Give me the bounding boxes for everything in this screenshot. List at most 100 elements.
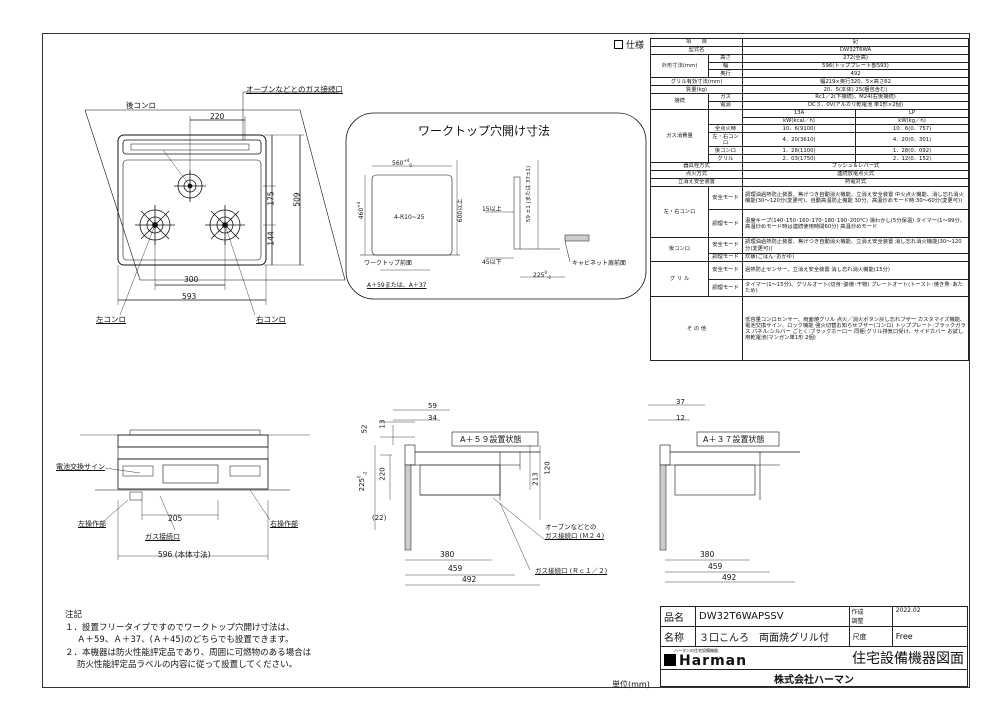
dim-459-a37: 459 [708,562,723,571]
check-label: 調整 [851,617,864,625]
side-view-a59 [374,409,546,586]
dim-205: 205 [168,514,183,523]
safety-mode-label: 安全モード [707,260,744,280]
dim-213: 213 [531,472,540,486]
dim-vertical-59: 59 ±1 (または 37±1) [526,165,533,223]
a37-title: A＋３７設置状態 [703,435,765,444]
cabinet-front-label: キャビネット扉前面 [572,260,627,267]
gas-unit-13a: kW(kcal／h) [742,116,857,126]
dim-492-a59: 492 [462,575,477,584]
dim-225-side: 2250-2 [356,471,368,492]
spec-row-value: 連続放電点火式 [742,169,970,179]
rear-safety-text: 調理油過熱防止装置、焦げつき自動消火機能、立消え安全装置 消し忘れ消火機能(30… [742,237,970,254]
product-label: 品名 [660,606,696,627]
sheet-frame [42,33,970,688]
dim-220-side: 220 [378,467,387,481]
dim-509: 509 [292,192,302,207]
scale-label: 尺度 [848,626,893,647]
spec-row-value: DC３．0V(アルカリ乾電池 単1形×2個) [742,100,970,110]
spec-row-label: 型式名 [649,45,744,55]
spec-row-value: DW32T6WA [742,45,970,55]
safety-mode-label: 安全モード [707,185,744,211]
front-view [80,429,310,560]
spec-row-label: 立消え安全装置 [649,177,744,187]
spec-row-value: Rc1／2(下接続)、M24(右後接続) [742,93,970,102]
cook-mode-label: 調理モード [707,252,744,262]
dim-37: 37 [676,398,685,406]
dim-492-a37: 492 [722,573,737,582]
spec-row-value: 熱電対式 [742,177,970,187]
dim-12: 12 [676,414,685,422]
dim-120: 120 [543,461,552,475]
made-date: 2022.02 [891,606,969,627]
spec-row-label: 点火方式 [649,169,744,179]
brand-mark-icon [664,653,676,666]
drawing-title: 住宅設備機器図面 [849,646,968,670]
safety-mode-label: 安全モード [707,237,744,254]
gas-col-13a: 13A [742,108,857,118]
gas-row-13a: 2．03(1750) [742,154,857,163]
lr-burner-label: 左・右コンロ [650,185,709,239]
gas-row-label: 全点火時 [707,124,744,134]
dim-596: 596 (本体寸法) [158,550,211,559]
gas-row-13a: 10．6(9100) [742,124,857,134]
rear-cook-text: 炊飯(ごはん･おかゆ) [742,252,970,262]
spec-row-label: 外形寸法(mm) [650,53,709,79]
gas-inlet-label: ガス接続口 [145,533,180,541]
dim-22: (22) [372,514,387,522]
spec-row-label: 接続 [650,93,709,110]
spec-sub-label: 幅 [707,61,744,71]
product-code: DW32T6WAPSSV [695,606,850,627]
spec-row-value: 272(全高) [742,53,970,63]
spec-header-item: 項 目 [649,38,744,47]
spec-row-label: 質量(kg) [649,85,744,95]
battery-sign-label: 電池交換サイン [56,463,105,471]
gas-consumption-label: ガス消費量 [650,108,709,163]
top-view [84,91,346,316]
spec-row-value: 492 [742,69,970,79]
other-text: 低容量コンロセンサー、両面焼グリル 点火／消火ボタン戻し忘れブザー カスタマイズ… [742,296,970,362]
gas-row-13a: 4．20(3610) [742,132,857,148]
dim-175: 175 [266,191,276,206]
gas-row-13a: 1．28(1100) [742,146,857,156]
spec-heading: 仕様 [614,38,644,51]
dim-600-or-more: 600以上 [457,198,465,223]
notes-title: 注記 [65,610,83,620]
a59-title: A＋５９設置状態 [460,435,522,444]
gas-row-label: グリル [707,154,744,163]
cutout-title: ワークトップ穴開け寸法 [418,124,551,138]
dim-380-a59: 380 [440,550,455,559]
gas-unit-lp: kW(kg／h) [855,116,970,126]
a59-label: A＋59または、A＋37 [367,282,427,289]
brand-tagline: ハーマンの住宅設備機器 [674,647,718,653]
gas-rc-label: ガス接続口 (Ｒｃ１／２) [535,567,608,575]
name-label: 名称 [660,626,696,647]
note-line: Ａ＋59、Ａ＋37、(Ａ＋45)のどちらでも設置できます。 [77,635,294,645]
dim-380-a37: 380 [700,550,715,559]
gas-col-lp: LP [855,108,970,118]
right-panel-label: 右操作部 [270,520,298,528]
spec-row-value: 幅219×奥行320．5×高さ62 [742,77,970,87]
dim-59: 59 [428,402,437,410]
dim-459-a59: 459 [448,564,463,573]
note-line: 防火性能評定品ラベルの内容に従って設置してください。 [77,660,298,670]
note-line: １．設置フリータイプですのでワークトップ穴開け寸法は、 [65,622,295,633]
spec-sub-label: 奥行 [707,69,744,79]
oven-gas-label-2: ガス接続口 (Ｍ２４) [545,532,605,540]
worktop-front-label: ワークトップ前面 [364,260,413,267]
side-view-a37 [648,404,800,583]
made-label: 作成 [851,608,864,616]
spec-row-value: プッシュ＆レバー式 [742,161,970,171]
spec-row-label: グリル有効寸法(mm) [649,77,744,87]
dim-144: 144 [266,231,276,246]
dim-45-or-less: 45以下 [482,259,502,266]
other-label: そ の 他 [649,296,744,362]
grill-safety-text: 過熱防止センサー、立消え安全装置 消し忘れ消火機能(15分) [742,260,970,280]
left-burner-label: 左コンロ [96,315,126,324]
gas-row-lp: 10．6(0．757) [855,124,970,134]
company-name: 株式会社ハーマン [660,669,968,687]
rear-burner-label: 後コンロ [126,101,156,110]
